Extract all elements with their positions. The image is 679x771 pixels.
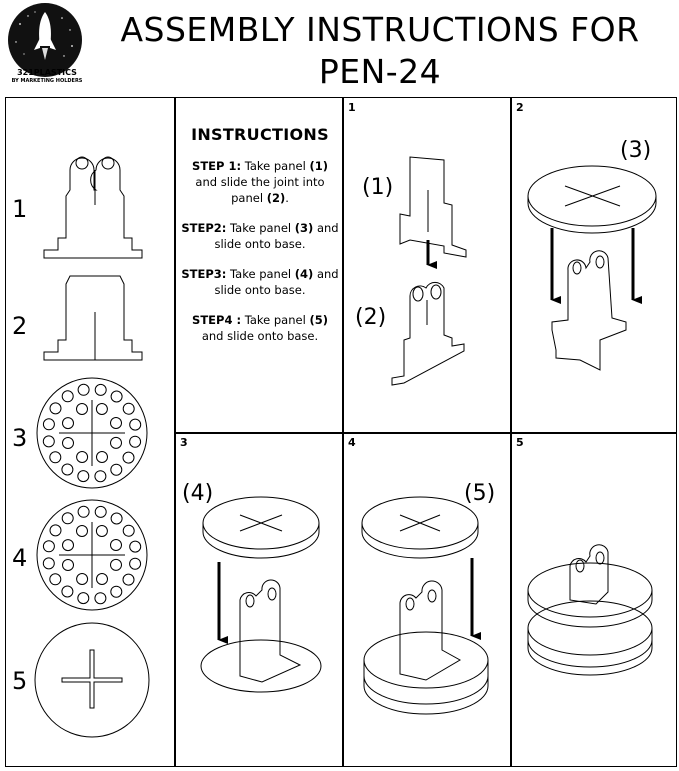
- part-5-drawing: [34, 622, 150, 738]
- disc-hole: [61, 390, 74, 403]
- cell-number-5: 5: [516, 436, 524, 449]
- brand-logo: 321PLASTICS BY MARKETING HOLDERS: [2, 2, 88, 88]
- disc-hole: [122, 402, 135, 415]
- cell-number-3: 3: [180, 436, 188, 449]
- disc-hole: [110, 512, 123, 525]
- disc-hole: [61, 585, 74, 598]
- disc-hole: [122, 451, 135, 464]
- instructions-heading: INSTRUCTIONS: [191, 125, 329, 144]
- disc-hole: [95, 525, 108, 537]
- disc-hole: [49, 402, 62, 415]
- label-panel-3: (3): [620, 138, 652, 163]
- step2-drawing: [527, 165, 657, 371]
- disc-hole: [96, 573, 108, 585]
- part-number-3: 3: [12, 424, 28, 452]
- disc-hole: [62, 539, 74, 552]
- disc-hole: [77, 592, 90, 605]
- disc-hole: [129, 557, 142, 570]
- cell-number-2: 2: [516, 101, 524, 114]
- disc-hole: [122, 524, 135, 537]
- grid-divider: [174, 432, 677, 434]
- disc-hole: [129, 540, 142, 553]
- part-1-drawing: [43, 156, 143, 259]
- disc-hole: [94, 592, 107, 605]
- disc-hole: [129, 418, 142, 431]
- label-panel-4: (4): [182, 481, 214, 506]
- page-title-line1: ASSEMBLY INSTRUCTIONS FOR: [120, 10, 640, 49]
- part-3-drawing: [36, 377, 148, 489]
- disc-hole: [77, 505, 90, 518]
- disc-hole: [42, 557, 55, 570]
- part-number-4: 4: [12, 544, 28, 572]
- disc-hole: [77, 383, 90, 396]
- disc-hole: [62, 437, 74, 449]
- disc-hole: [94, 505, 107, 518]
- disc-hole: [49, 451, 62, 464]
- disc-hole: [129, 435, 142, 448]
- disc-hole: [62, 559, 74, 571]
- disc-hole: [61, 512, 74, 525]
- part-number-1: 1: [12, 195, 28, 223]
- cell-number-1: 1: [348, 101, 356, 114]
- disc-hole: [110, 390, 123, 403]
- disc-hole: [95, 403, 108, 415]
- disc-hole: [77, 470, 90, 483]
- step-1: STEP 1: Take panel (1) and slide the joi…: [192, 159, 328, 205]
- disc-hole: [110, 585, 123, 598]
- disc-hole: [76, 403, 88, 415]
- disc-hole: [110, 417, 122, 429]
- page-title-line2: PEN-24: [318, 52, 442, 91]
- disc-hole: [110, 436, 122, 449]
- disc-hole: [110, 539, 122, 551]
- disc-hole: [42, 540, 55, 553]
- part-number-2: 2: [12, 312, 28, 340]
- disc-hole: [76, 451, 89, 463]
- part-2-drawing: [43, 275, 143, 361]
- label-panel-2: (2): [355, 305, 387, 330]
- step-2: STEP2: Take panel (3) and slide onto bas…: [181, 221, 339, 251]
- disc-hole: [110, 558, 122, 571]
- disc-hole: [110, 463, 123, 476]
- disc-hole: [42, 435, 55, 448]
- disc-hole: [76, 525, 88, 537]
- step1-drawing: [391, 156, 467, 386]
- disc-hole: [61, 463, 74, 476]
- label-panel-1: (1): [362, 175, 394, 200]
- step4-drawing: [361, 496, 489, 715]
- disc-hole: [62, 417, 74, 430]
- instructions-panel: INSTRUCTIONS STEP 1: Take panel (1) and …: [180, 125, 340, 358]
- part-4-drawing: [36, 499, 148, 611]
- logo-brand-text: 321PLASTICS: [17, 68, 77, 77]
- step5-assembled-drawing: [527, 544, 653, 676]
- disc-hole: [42, 418, 55, 431]
- disc-hole: [49, 573, 62, 586]
- disc-hole: [94, 383, 107, 396]
- cell-number-4: 4: [348, 436, 356, 449]
- disc-hole: [49, 524, 62, 537]
- label-panel-5: (5): [464, 481, 496, 506]
- disc-hole: [96, 451, 108, 463]
- part-number-5: 5: [12, 667, 28, 695]
- step-3: STEP3: Take panel (4) and slide onto bas…: [181, 267, 339, 297]
- disc-hole: [94, 470, 107, 483]
- logo-tagline: BY MARKETING HOLDERS: [11, 78, 83, 84]
- disc-hole: [122, 573, 135, 586]
- disc-hole: [76, 573, 89, 585]
- step-4: STEP4 : Take panel (5) and slide onto ba…: [192, 313, 328, 343]
- step3-drawing: [200, 496, 322, 693]
